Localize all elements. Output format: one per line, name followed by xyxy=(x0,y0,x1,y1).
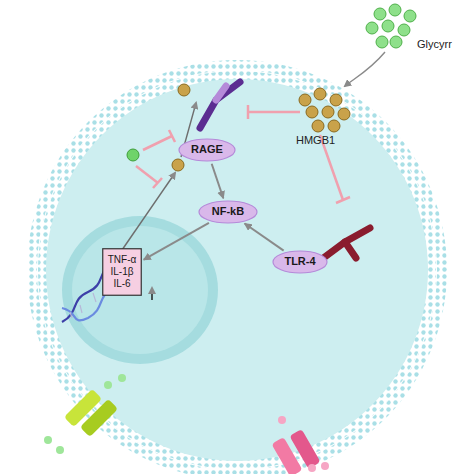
signal-arrow xyxy=(144,223,209,260)
nfkb-node: NF-kB xyxy=(198,200,258,224)
release-arrow xyxy=(122,173,175,250)
membrane-inner xyxy=(38,71,436,469)
rage-receptor xyxy=(200,82,240,128)
drug-label: Glycyrr xyxy=(417,38,452,50)
membrane xyxy=(27,60,447,474)
signal-arrow xyxy=(245,224,284,251)
hmgb1-dot xyxy=(178,84,190,96)
node-text: IL-6 xyxy=(113,278,130,290)
increase-arrow xyxy=(151,288,153,300)
glycyrrhizin-dot xyxy=(127,149,139,161)
rage-node: RAGE xyxy=(178,138,236,162)
cytokine-box: TNF-αIL-1βIL-6 xyxy=(102,248,142,296)
channel-pink xyxy=(271,416,329,474)
membrane-gap xyxy=(37,70,437,470)
hmgb1-dot xyxy=(172,159,184,171)
tlr4-receptor xyxy=(318,228,370,262)
node-text: TNF-α xyxy=(108,254,137,266)
inhibition-lines xyxy=(136,105,350,203)
node-text: IL-1β xyxy=(111,266,134,278)
channel-green xyxy=(44,374,126,454)
node-text: RAGE xyxy=(191,143,223,156)
node-text: TLR-4 xyxy=(284,255,315,268)
conversion-arrow xyxy=(345,52,385,86)
molecule-label: HMGB1 xyxy=(296,134,335,146)
nucleus xyxy=(62,216,218,364)
hmgb1-cluster xyxy=(299,88,350,132)
glycyrrhizin-cluster xyxy=(366,4,416,48)
node-text: NF-kB xyxy=(212,205,244,218)
tlr4-node: TLR-4 xyxy=(272,250,328,274)
signal-arrow xyxy=(212,164,224,198)
cytoplasm xyxy=(46,79,428,461)
